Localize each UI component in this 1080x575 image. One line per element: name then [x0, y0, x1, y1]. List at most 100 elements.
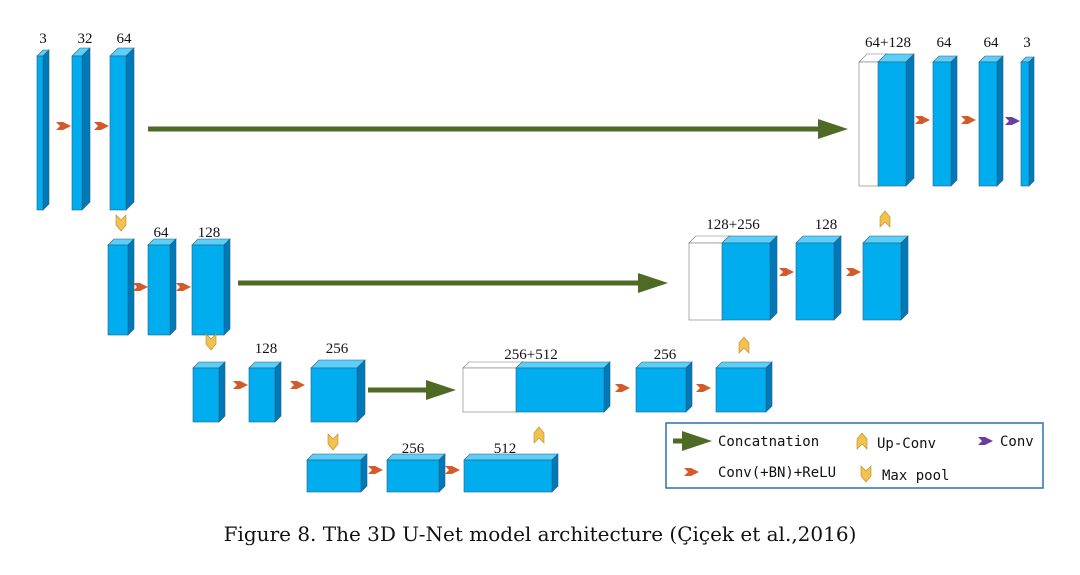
conv-arrow-enc1-a [56, 122, 71, 130]
block-dec3-concat-blue [515, 361, 611, 413]
legend-conv-icon [978, 437, 993, 445]
block-enc2-a [107, 238, 135, 336]
conv-arrow-enc2-a [133, 283, 148, 291]
block-enc2-c-front [191, 244, 225, 336]
label-bottom-b: 512 [494, 441, 517, 457]
block-bottom-c [463, 453, 559, 493]
block-enc3-a [192, 361, 226, 423]
legend-maxpool-icon [860, 465, 872, 483]
block-enc2-c [191, 238, 231, 336]
block-dec3-c [715, 361, 773, 413]
block-enc1-b-side [81, 47, 91, 211]
block-dec2-c [862, 235, 909, 321]
block-enc3-c-front [310, 367, 358, 423]
block-enc1-c-side [125, 47, 135, 211]
block-bottom-a [306, 453, 368, 493]
block-enc3-b-front [248, 367, 276, 423]
block-bottom-b-side [438, 453, 446, 493]
block-dec2-concat-blue-front [721, 242, 771, 321]
concat-arrow-level3-shaft [368, 387, 428, 393]
conv-arrow-dec1-b [961, 116, 976, 124]
block-dec2-b-top [795, 235, 842, 244]
block-dec1-concat-white-front [858, 61, 880, 187]
block-enc2-a-front [107, 244, 129, 336]
concat-arrow-level2 [238, 273, 668, 293]
conv-arrow-enc3-b [290, 381, 305, 389]
block-enc3-c [310, 359, 366, 423]
label-dec1-c: 64 [984, 35, 1000, 51]
block-dec1-d [1020, 56, 1035, 187]
legend-upconv-icon [856, 432, 868, 450]
block-dec1-c-front [978, 61, 998, 187]
block-enc2-b [147, 238, 177, 336]
final-conv-arrow [1005, 117, 1020, 125]
block-dec3-c-top [715, 361, 773, 369]
block-bottom-a-top [306, 453, 368, 461]
block-dec2-b-front [795, 242, 835, 321]
legend: Concatnation Up-Conv Conv Conv(+BN)+ReLU… [665, 422, 1044, 489]
block-dec1-b-front [932, 61, 952, 187]
label-dec1-d: 3 [1023, 35, 1031, 51]
figure-caption: Figure 8. The 3D U-Net model architectur… [223, 522, 857, 546]
legend-convbn-label: Conv(+BN)+ReLU [718, 465, 836, 481]
upconv-arrow-1 [533, 426, 545, 444]
block-enc1-c-front [109, 55, 127, 211]
label-enc3-b: 256 [326, 341, 349, 357]
conv-arrow-dec2-b [846, 268, 861, 276]
concat-arrow-level3-head [426, 380, 456, 400]
concat-arrow-level1 [148, 119, 848, 139]
block-bottom-c-side [551, 453, 559, 493]
block-dec2-concat-white-front [688, 242, 724, 321]
block-dec3-b-side [685, 361, 693, 413]
block-enc2-b-front [147, 244, 171, 336]
blocks-layer [36, 47, 1035, 493]
label-enc2-a: 64 [154, 225, 170, 241]
conv-arrow-enc1-b [94, 122, 109, 130]
block-dec1-d-side [1028, 56, 1035, 187]
block-enc1-a [36, 49, 50, 211]
label-enc3-a: 128 [255, 341, 278, 357]
conv-arrow-bottom-b [445, 466, 460, 474]
block-dec2-concat-blue-side [769, 235, 778, 321]
block-dec3-b [635, 361, 693, 413]
block-dec1-b-side [950, 55, 958, 187]
legend-conv-label: Conv [1000, 434, 1034, 450]
block-dec2-c-side [900, 235, 909, 321]
block-enc1-c [109, 47, 135, 211]
block-bottom-b [386, 453, 446, 493]
block-enc2-c-side [223, 238, 231, 336]
block-dec2-c-top [862, 235, 909, 244]
small-arrows-layer [56, 116, 1020, 474]
block-dec1-concat-blue-front [877, 61, 907, 187]
block-dec2-b-side [833, 235, 842, 321]
block-dec3-concat-blue-side [603, 361, 611, 413]
label-dec3-a: 256+512 [504, 347, 557, 363]
maxpool-arrow-2 [205, 333, 217, 351]
label-bottom-a: 256 [402, 441, 425, 457]
legend-convbn-icon [684, 468, 699, 476]
block-bottom-a-front [306, 459, 362, 493]
conv-arrow-enc3-a [233, 381, 248, 389]
conv-arrow-dec2-a [779, 268, 794, 276]
label-dec3-b: 256 [654, 347, 677, 363]
block-bottom-a-side [360, 453, 368, 493]
block-enc1-a-front [36, 55, 44, 211]
conv-arrow-enc2-b [176, 283, 191, 291]
block-enc3-b [248, 361, 282, 423]
label-enc1-b: 32 [78, 31, 93, 47]
block-dec3-concat-white [462, 361, 524, 413]
block-bottom-c-front [463, 459, 553, 493]
block-dec3-c-front [715, 367, 767, 413]
block-dec1-d-front [1020, 61, 1030, 187]
block-dec2-c-front [862, 242, 902, 321]
block-dec1-concat-blue [877, 53, 915, 187]
conv-arrow-bottom-a [368, 466, 383, 474]
block-enc3-a-side [218, 361, 226, 423]
conv-arrow-dec3-a [615, 384, 630, 392]
label-dec1-a: 64+128 [865, 35, 911, 51]
legend-upconv-label: Up-Conv [877, 436, 936, 452]
upconv-arrow-2 [738, 336, 750, 354]
label-enc1-a: 3 [39, 31, 47, 47]
legend-concat-icon [673, 431, 712, 451]
block-enc1-b-front [71, 55, 83, 211]
